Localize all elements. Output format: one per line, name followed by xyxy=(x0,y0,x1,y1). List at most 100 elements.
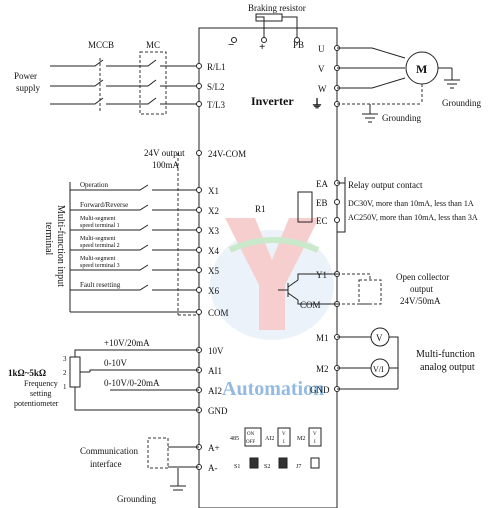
terminal-24v xyxy=(196,150,202,156)
switch-ai2-label: AI2 xyxy=(265,436,274,442)
analog-output-label-2: analog output xyxy=(420,362,475,373)
output-24v-current: 100mA xyxy=(152,160,180,170)
transistor-symbol xyxy=(278,279,299,301)
input-switch xyxy=(70,184,149,191)
switch-485-label: 485 xyxy=(230,436,239,442)
analog-output-label-1: Multi-function xyxy=(416,349,475,360)
comm-label-1: Communication xyxy=(80,446,138,456)
input-terminal-label: X6 xyxy=(208,286,219,296)
switch-j7-label: J7 xyxy=(296,464,301,470)
terminal-s-l2 xyxy=(196,83,202,89)
communication-group: A+ A- xyxy=(168,443,220,473)
input-switch xyxy=(70,224,149,231)
switch-s2-label: S2 xyxy=(264,464,270,470)
switch-m2-v-label: V xyxy=(313,432,317,437)
switch-off-label: OFF xyxy=(246,440,255,445)
grounding-right-label: Grounding xyxy=(442,98,481,108)
plus-terminal xyxy=(261,37,267,43)
vi-meter-label: V/I xyxy=(373,365,384,374)
pot-wire-ai1 xyxy=(89,369,199,372)
input-function-label: Forward/Reverse xyxy=(80,201,128,209)
terminal-x4 xyxy=(196,247,202,253)
output-terminal-label: V xyxy=(318,64,325,74)
input-function-label: Multi-segment xyxy=(80,236,116,242)
terminal-x5 xyxy=(196,267,202,273)
analog-in-terminal-label: AI2 xyxy=(208,386,222,396)
analog-out-terminal-label: GND xyxy=(310,385,330,395)
dip-switches: 485 ON OFF AI2 V I M2 V I S1 S2 J7 xyxy=(230,427,322,470)
terminal-t-l3 xyxy=(196,101,202,107)
input-function-label: Fault resetting xyxy=(80,281,121,289)
pot-pin-label: 2 xyxy=(63,369,67,377)
output-24v-label: 24V output xyxy=(144,148,185,158)
input-row-x6: X6 Fault resetting xyxy=(70,281,219,296)
relay-spec-ac: AC250V, more than 10mA, less than 3A xyxy=(348,213,478,222)
relay-r1-label: R1 xyxy=(255,204,266,214)
minus-terminal xyxy=(231,37,237,43)
terminal-com-input xyxy=(196,309,202,315)
oc-wire xyxy=(297,273,337,280)
relay-terminal-label: EA xyxy=(316,179,328,189)
inverter-title: Inverter xyxy=(251,94,294,108)
input-switch xyxy=(70,204,149,211)
terminal-ec xyxy=(334,217,340,223)
watermark-logo xyxy=(210,218,334,340)
oc-label-1: Open collector xyxy=(396,272,449,282)
analog-in-terminal-label: GND xyxy=(208,406,228,416)
input-function-label: speed terminal 1 xyxy=(80,223,120,229)
multi-function-input-group: X1OperationX2Forward/ReverseX3Multi-segm… xyxy=(70,181,219,296)
oc-label-3: 24V/50mA xyxy=(400,296,441,306)
input-terminal-label: X1 xyxy=(208,186,219,196)
relay-contact-wire xyxy=(337,182,346,233)
pot-desc-3: potentiometer xyxy=(14,399,59,408)
com24-label: 24V-COM xyxy=(208,149,246,159)
braking-resistor-label: Braking resistor xyxy=(248,3,306,13)
pot-wire-10v xyxy=(74,349,199,357)
switch-v-label: V xyxy=(282,432,286,437)
input-switch xyxy=(70,284,149,291)
pb-terminal xyxy=(294,37,300,43)
oc-wire xyxy=(297,300,337,305)
multi-input-side-label-2: terminal xyxy=(43,222,54,256)
input-terminal-label: S/L2 xyxy=(207,82,225,92)
input-function-label: speed terminal 3 xyxy=(80,263,120,269)
output-terminal-label: U xyxy=(318,44,325,54)
oc-label-2: output xyxy=(410,284,434,294)
power-lines xyxy=(50,58,199,112)
power-supply-label-1: Power xyxy=(14,71,37,81)
oc-terminal-label: COM xyxy=(300,300,321,310)
voltmeter-label: V xyxy=(376,333,383,343)
power-supply-label-2: supply xyxy=(16,83,41,93)
comm-terminal-label: A- xyxy=(208,463,218,473)
input-terminal-label: X3 xyxy=(208,226,219,236)
switch-on-label: ON xyxy=(247,432,255,437)
terminal-x1 xyxy=(196,187,202,193)
comm-cable xyxy=(147,437,169,469)
input-terminal-label: X4 xyxy=(208,246,219,256)
output-terminal-label: W xyxy=(318,84,327,94)
plus-terminal-label: + xyxy=(259,41,265,53)
multi-input-side-label-1: Multi-function input xyxy=(55,205,66,287)
grounding-bottom xyxy=(170,468,186,491)
wire-label-ai2: 0-10V/0-20mA xyxy=(104,378,160,388)
comm-terminal-label: A+ xyxy=(208,443,220,453)
braking-resistor xyxy=(255,13,298,40)
oc-terminal-label: Y1 xyxy=(316,270,327,280)
motor xyxy=(337,47,460,105)
analog-in-terminal-label: AI1 xyxy=(208,366,222,376)
oc-load-wire xyxy=(337,273,371,280)
analog-out-terminal-label: M1 xyxy=(316,333,329,343)
terminal-x2 xyxy=(196,207,202,213)
input-function-label: speed terminal 2 xyxy=(80,243,120,249)
com-input-label: COM xyxy=(208,308,229,318)
ground-terminal-symbol: ⏚ xyxy=(311,97,323,111)
pot-value: 1kΩ~5kΩ xyxy=(8,368,46,378)
grounding-bottom-label: Grounding xyxy=(117,494,156,504)
wire-label-10v: +10V/20mA xyxy=(104,338,150,348)
input-switch xyxy=(70,244,149,251)
